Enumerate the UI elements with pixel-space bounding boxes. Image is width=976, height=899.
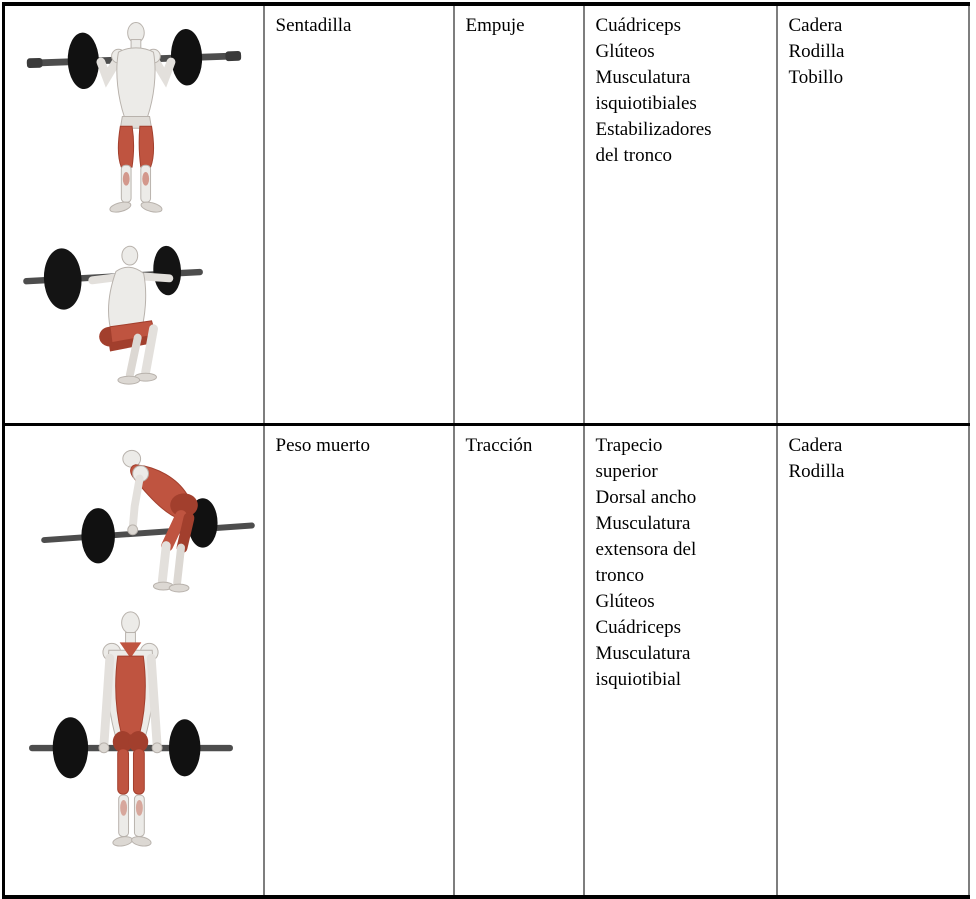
exercise-name: Peso muerto	[275, 435, 370, 456]
cell-movement-type: Empuje	[452, 3, 585, 426]
cell-deadlift-images	[2, 423, 265, 898]
muscle-item: Estabilizadores del tronco	[595, 119, 712, 166]
joint-item: Rodilla	[788, 41, 845, 62]
movement-type: Empuje	[465, 15, 525, 36]
figure-lockout	[98, 611, 163, 847]
muscle-item: Glúteos	[595, 41, 655, 62]
deadlift-image-stack	[6, 426, 262, 865]
muscle-item: Musculatura isquiotibiales	[595, 67, 697, 114]
exercise-name: Sentadilla	[275, 15, 352, 36]
joint-item: Tobillo	[788, 67, 844, 88]
figure-bent-over	[122, 449, 198, 593]
joint-item: Rodilla	[788, 461, 845, 482]
cell-movement-type: Tracción	[452, 423, 585, 898]
barbell-deadlift-lockout-image	[29, 611, 233, 847]
barbell-squat-standing-image	[26, 22, 242, 213]
muscle-item: Trapecio superior	[595, 435, 663, 482]
squat-image-stack	[6, 6, 262, 392]
muscle-item: Musculatura isquiotibial	[595, 643, 691, 690]
figure-standing	[96, 22, 176, 213]
barbell-deadlift-bent-image	[41, 449, 255, 593]
muscle-item: Musculatura extensora del tronco	[595, 513, 697, 586]
joint-item: Cadera	[788, 435, 843, 456]
muscle-item: Cuádriceps	[595, 617, 681, 638]
figure-squatting	[88, 245, 174, 385]
muscle-item: Cuádriceps	[595, 15, 681, 36]
movement-type: Tracción	[465, 435, 533, 456]
barbell	[41, 498, 255, 564]
cell-exercise-name: Sentadilla	[262, 3, 455, 426]
muscle-item: Dorsal ancho	[595, 487, 697, 508]
cell-exercise-name: Peso muerto	[262, 423, 455, 898]
muscle-item: Glúteos	[595, 591, 655, 612]
cell-squat-images	[2, 3, 265, 426]
joint-item: Cadera	[788, 15, 843, 36]
barbell-squat-bottom-image	[23, 245, 203, 385]
